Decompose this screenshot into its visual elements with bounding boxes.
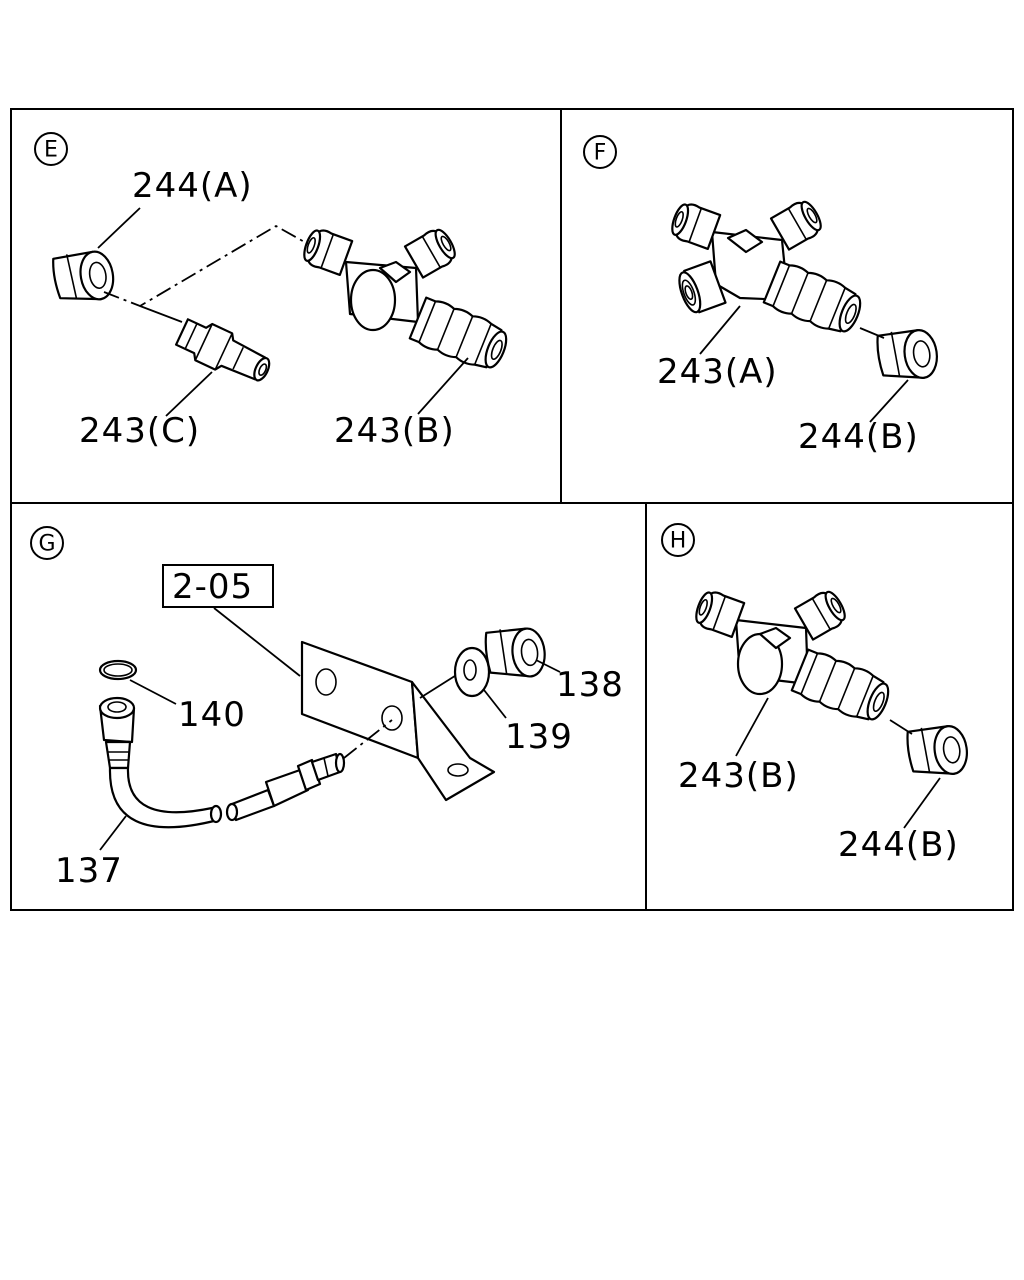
leader-243c (165, 371, 213, 417)
label-ref-box: 2-05 (172, 567, 253, 607)
tee-243b (691, 585, 896, 728)
assembly-line (343, 719, 393, 759)
washer-139 (453, 646, 491, 698)
label-137: 137 (55, 851, 123, 891)
panel-e: E 244(A) 243(C) (34, 132, 514, 451)
label-140: 140 (178, 695, 246, 735)
leader-137 (99, 815, 127, 851)
label-244b: 244(B) (798, 417, 919, 457)
ref-box (162, 564, 274, 608)
panel-g: G 2-05 (30, 526, 624, 891)
leader-244a (97, 207, 141, 249)
panel-h: H 243(B) 244(B) (661, 523, 971, 865)
leader-243b (735, 697, 769, 757)
label-244b: 244(B) (838, 825, 959, 865)
label-243a: 243(A) (657, 352, 778, 392)
nut-244b (904, 720, 971, 781)
panel-marker-g: G (38, 532, 55, 557)
tee-243b (299, 223, 514, 376)
leader-140 (129, 679, 177, 705)
leader-line (419, 673, 459, 699)
panel-marker-circle (661, 523, 695, 557)
panel-f: F 243(A) 244(B) (583, 135, 941, 457)
leader-244b (903, 777, 941, 829)
nut-244b (874, 324, 941, 385)
diagram-frame (10, 108, 1014, 911)
connector-243c (174, 318, 271, 382)
bracket (300, 640, 496, 802)
panel-marker-h: H (670, 529, 687, 554)
hose-137 (98, 696, 346, 829)
leader-line (859, 327, 885, 339)
leader-line (889, 719, 913, 735)
label-243c: 243(C) (79, 411, 200, 451)
leader-ref (213, 607, 301, 677)
nut-244a (49, 245, 118, 308)
nut-138 (482, 623, 549, 682)
panel-marker-circle (30, 526, 64, 560)
leader-243b (417, 357, 469, 415)
leader-139 (483, 689, 507, 719)
leader-line (139, 305, 183, 323)
panel-marker-circle (34, 132, 68, 166)
cross-243a (667, 195, 868, 340)
panel-marker-f: F (594, 141, 607, 166)
assembly-line (103, 224, 309, 307)
panel-marker-circle (583, 135, 617, 169)
leader-243a (699, 305, 741, 355)
label-139: 139 (505, 717, 573, 757)
leader-138 (535, 659, 561, 673)
leader-244b (869, 379, 909, 423)
label-244a: 244(A) (132, 166, 253, 206)
label-138: 138 (556, 665, 624, 705)
panel-marker-e: E (44, 138, 58, 163)
label-243b: 243(B) (678, 756, 799, 796)
label-243b: 243(B) (334, 411, 455, 451)
